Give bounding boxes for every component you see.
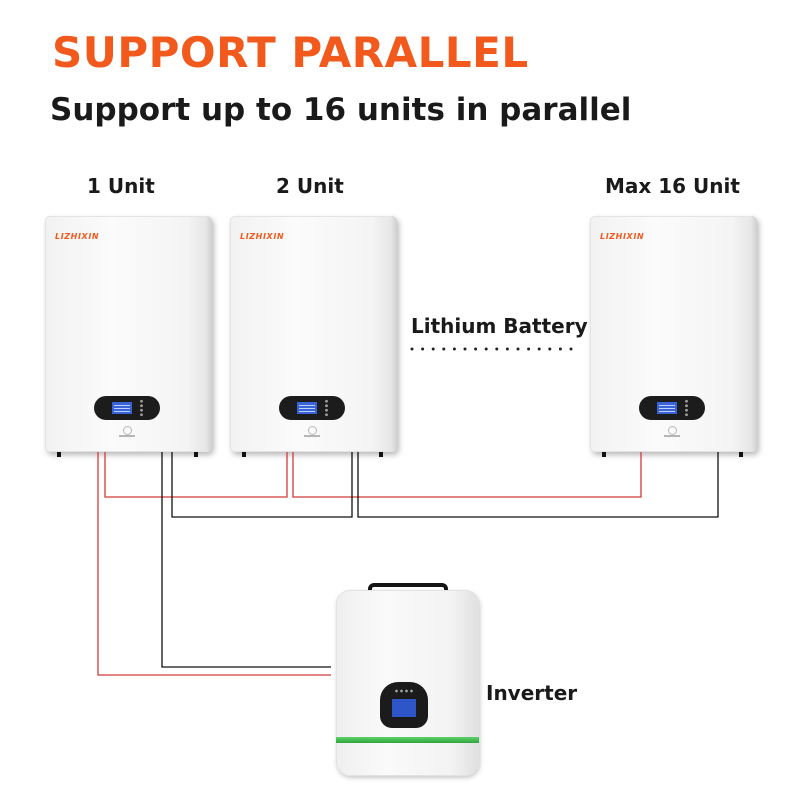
- battery-unit-1: LIZHIXIN: [45, 216, 212, 457]
- battery-unit-max: LIZHIXIN: [590, 216, 757, 457]
- unit-label-max: Max 16 Unit: [605, 174, 740, 198]
- positive-wire: [104, 452, 288, 498]
- battery-display-screen: [639, 396, 705, 420]
- negative-wire: [171, 452, 353, 518]
- brand-logo: LIZHIXIN: [240, 232, 285, 241]
- power-button-icon: [668, 426, 677, 435]
- unit-label-2: 2 Unit: [276, 174, 344, 198]
- battery-display-screen: [279, 396, 345, 420]
- power-button-icon: [123, 426, 132, 435]
- positive-wire: [292, 452, 642, 498]
- inverter-label: Inverter: [486, 681, 578, 705]
- lithium-battery-label: Lithium Battery: [411, 314, 588, 338]
- inverter-unit: [336, 590, 479, 776]
- battery-display-screen: [94, 396, 160, 420]
- page-title: SUPPORT PARALLEL: [52, 28, 529, 77]
- page-subtitle: Support up to 16 units in parallel: [50, 92, 632, 128]
- battery-unit-2: LIZHIXIN: [230, 216, 397, 457]
- brand-logo: LIZHIXIN: [600, 232, 645, 241]
- inverter-display-screen: [380, 682, 428, 728]
- unit-label-1: 1 Unit: [87, 174, 155, 198]
- inverter-green-stripe: [336, 737, 479, 743]
- negative-wire: [161, 452, 331, 668]
- power-button-icon: [308, 426, 317, 435]
- positive-wire: [97, 452, 331, 676]
- negative-wire: [357, 452, 719, 518]
- brand-logo: LIZHIXIN: [55, 232, 100, 241]
